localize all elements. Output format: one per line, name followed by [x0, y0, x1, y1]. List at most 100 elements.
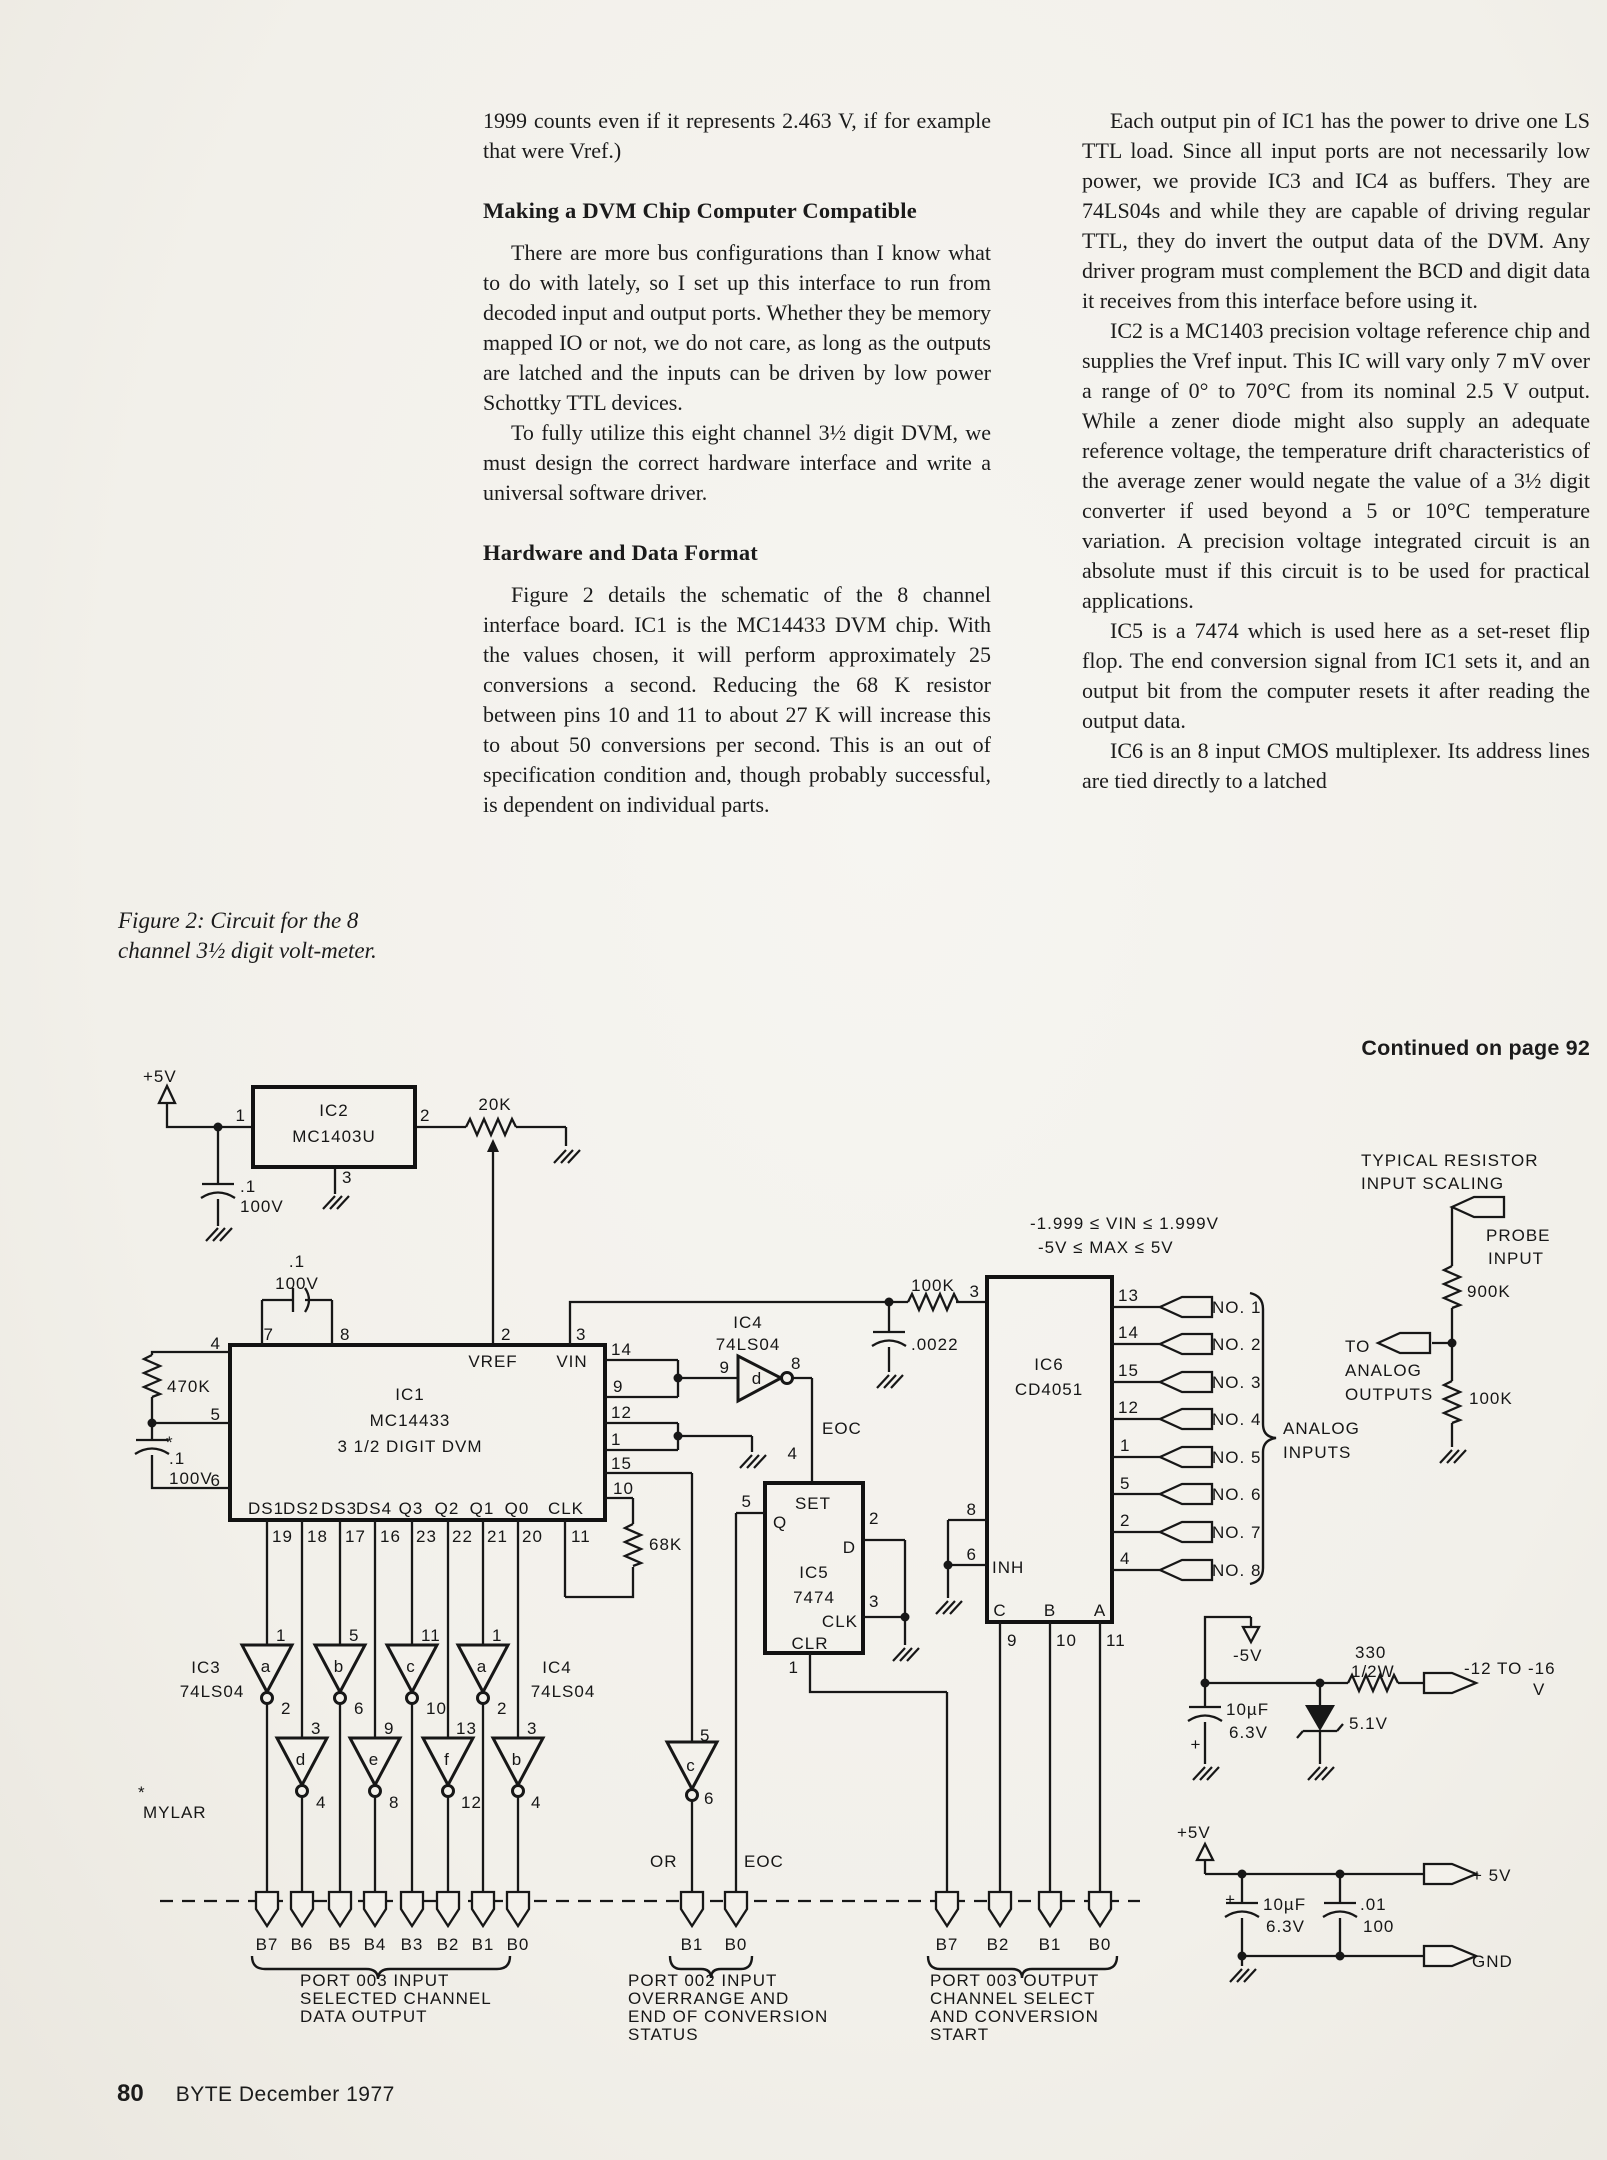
figure-caption: Figure 2: Circuit for the 8 channel 3½ d…	[118, 908, 377, 963]
schematic-label: -5V ≤ MAX ≤ 5V	[1038, 1238, 1174, 1257]
schematic-label: 5	[349, 1626, 359, 1645]
schematic-label: 12	[611, 1403, 632, 1422]
port003-output-brace	[926, 1955, 1119, 1979]
schematic-label: 11	[1106, 1631, 1126, 1650]
schematic-label: 2	[501, 1325, 511, 1344]
schematic-label: 8	[340, 1325, 350, 1344]
schematic-label: 74LS04	[180, 1682, 245, 1701]
schematic-label: V	[1533, 1680, 1545, 1699]
schematic-label: 19	[272, 1527, 293, 1546]
resistor-100k-input	[906, 1291, 960, 1313]
schematic-label: PORT 002 INPUT	[628, 1971, 777, 1990]
schematic-label: B3	[401, 1935, 424, 1954]
schematic-label: 6	[211, 1471, 221, 1490]
schematic-label: 100K	[1469, 1389, 1513, 1408]
schematic-label: 2	[869, 1509, 879, 1528]
schematic-label: *	[138, 1783, 146, 1802]
schematic-label: 100K	[911, 1276, 955, 1295]
resistor-330	[1346, 1672, 1400, 1694]
resistor-68k	[622, 1522, 645, 1568]
schematic-label: IC1	[395, 1385, 424, 1404]
schematic-label: DATA OUTPUT	[300, 2007, 428, 2026]
schematic-label: 74LS04	[716, 1335, 781, 1354]
magazine-name: BYTE December 1977	[175, 2083, 395, 2106]
schematic-label: B1	[472, 1935, 495, 1954]
schematic-label: START	[930, 2025, 989, 2044]
schematic-label: NO. 8	[1212, 1561, 1261, 1580]
schematic-label: -1.999 ≤ VIN ≤ 1.999V	[1030, 1214, 1219, 1233]
schematic-label: IC3	[191, 1658, 220, 1677]
schematic-label: B4	[364, 1935, 387, 1954]
schematic-label: 2	[497, 1699, 507, 1718]
schematic-label: 3	[576, 1325, 586, 1344]
schematic-label: 1	[276, 1626, 286, 1645]
schematic-label: D	[843, 1538, 856, 1557]
schematic-label: IC4	[542, 1658, 571, 1677]
schematic-label: d	[752, 1369, 762, 1388]
schematic-label: B2	[987, 1935, 1010, 1954]
schematic-label: 5.1V	[1349, 1714, 1388, 1733]
schematic-label: 470K	[167, 1377, 211, 1396]
schematic-label: PORT 003 INPUT	[300, 1971, 449, 1990]
schematic-label: 13	[456, 1719, 477, 1738]
schematic-label: 5	[211, 1405, 221, 1424]
schematic-label: 4	[316, 1793, 326, 1812]
paragraph: IC5 is a 7474 which is used here as a se…	[1082, 618, 1590, 733]
schematic-label: -5V	[1233, 1646, 1262, 1665]
schematic-label: DS1	[248, 1499, 284, 1518]
schematic-label: CLK	[822, 1612, 858, 1631]
schematic-label: SET	[795, 1494, 831, 1513]
schematic-label: MC1403U	[292, 1127, 376, 1146]
schematic-label: B7	[256, 1935, 279, 1954]
schematic-label: 1	[492, 1626, 502, 1645]
schematic-label: END OF CONVERSION	[628, 2007, 828, 2026]
schematic-label: PORT 003 OUTPUT	[930, 1971, 1099, 1990]
schematic-label: 5	[700, 1726, 710, 1745]
schematic-label: TO	[1345, 1337, 1370, 1356]
schematic-label: + 5V	[1472, 1866, 1511, 1885]
schematic-label: DS4	[356, 1499, 392, 1518]
schematic-label: 14	[1118, 1323, 1139, 1342]
schematic-label: 8	[389, 1793, 399, 1812]
schematic-label: NO. 2	[1212, 1335, 1261, 1354]
left-text-column: 1999 counts even if it represents 2.463 …	[483, 106, 991, 820]
schematic-label: 22	[452, 1527, 473, 1546]
schematic-label: 6.3V	[1229, 1723, 1268, 1742]
schematic-label: 68K	[649, 1535, 682, 1554]
schematic-label: 9	[384, 1719, 394, 1738]
schematic-label: OUTPUTS	[1345, 1385, 1433, 1404]
schematic-label: 100	[1363, 1917, 1394, 1936]
schematic-label: B7	[936, 1935, 959, 1954]
schematic-label: DS2	[283, 1499, 319, 1518]
schematic-label: ANALOG	[1283, 1419, 1360, 1438]
schematic-label: 10µF	[1263, 1895, 1306, 1914]
schematic-label: SELECTED CHANNEL	[300, 1989, 492, 2008]
schematic-label: CLR	[791, 1634, 828, 1653]
schematic-label: INPUT SCALING	[1361, 1174, 1504, 1193]
paragraph: IC2 is a MC1403 precision voltage refere…	[1082, 318, 1590, 613]
schematic-label: 4	[211, 1334, 221, 1353]
schematic-label: b	[512, 1750, 522, 1769]
schematic-label: 3	[970, 1282, 980, 1301]
schematic-label: +	[1225, 1890, 1236, 1909]
schematic-label: 1/2W	[1351, 1662, 1395, 1681]
schematic-label: Q2	[435, 1499, 460, 1518]
schematic-label: 6.3V	[1266, 1917, 1305, 1936]
schematic-label: .1	[240, 1177, 256, 1196]
schematic-label: Q3	[399, 1499, 424, 1518]
to-analog-outputs-connector	[1376, 1331, 1432, 1355]
schematic-label: STATUS	[628, 2025, 699, 2044]
schematic-label: 3	[527, 1719, 537, 1738]
schematic-label: 16	[380, 1527, 401, 1546]
right-text-column: Each output pin of IC1 has the power to …	[1082, 106, 1590, 796]
schematic-label: d	[296, 1750, 306, 1769]
schematic-label: INPUT	[1488, 1249, 1544, 1268]
schematic-label: C	[993, 1601, 1006, 1620]
pot-wiper-arrow-icon	[487, 1139, 499, 1152]
schematic-label: VIN	[556, 1352, 587, 1371]
schematic-label: IC5	[799, 1563, 828, 1582]
schematic-label: 9	[1007, 1631, 1017, 1650]
schematic-label: 2	[281, 1699, 291, 1718]
paragraph: There are more bus configurations than I…	[483, 240, 991, 415]
